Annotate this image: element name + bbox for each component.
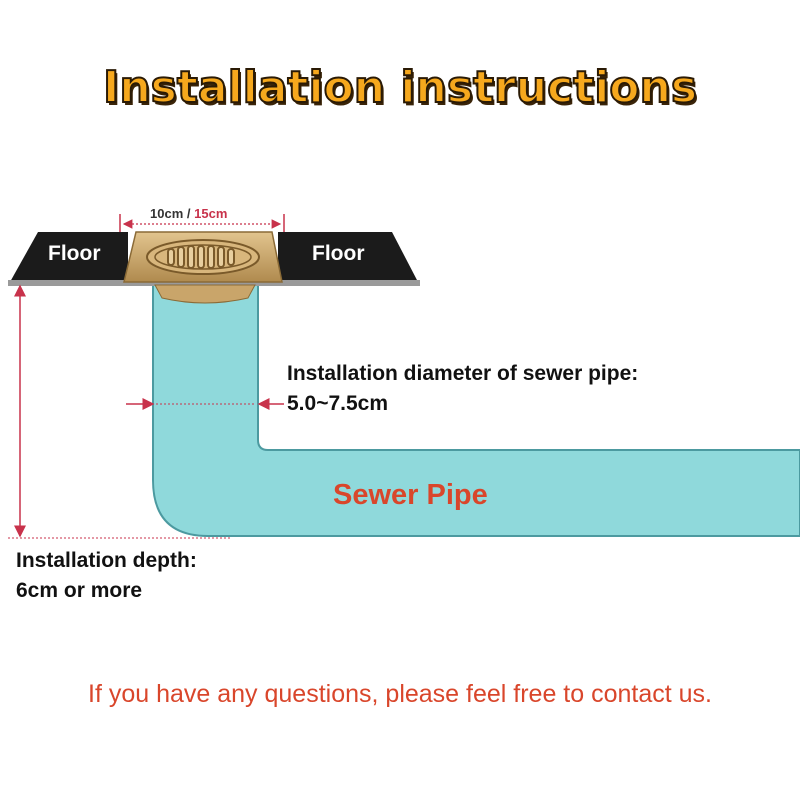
page-title: Installation instructions xyxy=(102,61,698,114)
sewer-pipe xyxy=(152,284,800,537)
floor-label-left: Floor xyxy=(48,242,101,265)
width-dimension xyxy=(119,214,285,232)
contact-note: If you have any questions, please feel f… xyxy=(88,680,712,708)
width-label-separator: / xyxy=(186,206,191,221)
width-label: 10cm / 15cm xyxy=(150,206,227,221)
drain-cover xyxy=(123,231,283,304)
diameter-value: 5.0~7.5cm xyxy=(287,392,389,415)
width-label-b: 15cm xyxy=(194,206,228,221)
floor-label-right: Floor xyxy=(312,242,365,265)
pipe-label: Sewer Pipe xyxy=(333,479,488,511)
diameter-label: Installation diameter of sewer pipe: xyxy=(287,362,639,385)
floor-slab-left xyxy=(10,232,128,282)
depth-dimension xyxy=(8,284,232,539)
depth-value: 6cm or more xyxy=(16,579,143,602)
depth-label: Installation depth: xyxy=(16,549,197,572)
width-label-a: 10cm xyxy=(150,206,184,221)
floor-slab-right xyxy=(278,232,418,282)
